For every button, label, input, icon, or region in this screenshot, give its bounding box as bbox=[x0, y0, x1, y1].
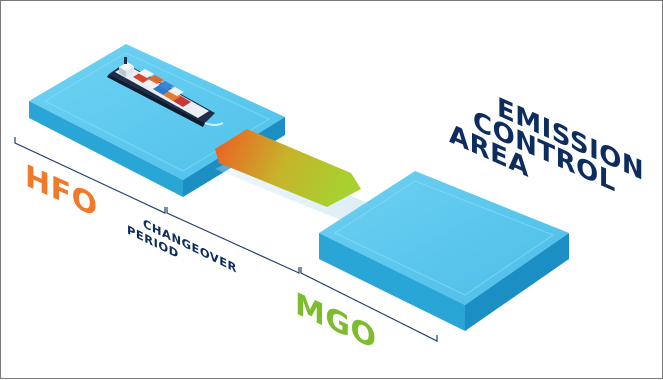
hfo-bracket bbox=[14, 137, 166, 214]
mgo-block-right-side bbox=[465, 233, 569, 331]
mgo-water-block bbox=[319, 171, 569, 331]
changeover-label-group: CHANGEOVER PERIOD bbox=[127, 217, 237, 276]
hfo-label: HFO bbox=[25, 158, 98, 225]
mgo-block-highlight bbox=[333, 180, 555, 296]
hfo-block-left-side bbox=[29, 101, 183, 197]
mgo-label: MGO bbox=[295, 286, 376, 357]
hfo-block-highlight bbox=[43, 52, 271, 172]
container-ship-icon bbox=[107, 57, 224, 127]
fuel-transition-arrow bbox=[215, 129, 361, 207]
mgo-bracket bbox=[300, 267, 438, 342]
mgo-block-top bbox=[319, 171, 569, 305]
changeover-bracket bbox=[166, 207, 300, 274]
timeline-brackets bbox=[14, 137, 438, 342]
mgo-block-left-side bbox=[319, 233, 465, 331]
